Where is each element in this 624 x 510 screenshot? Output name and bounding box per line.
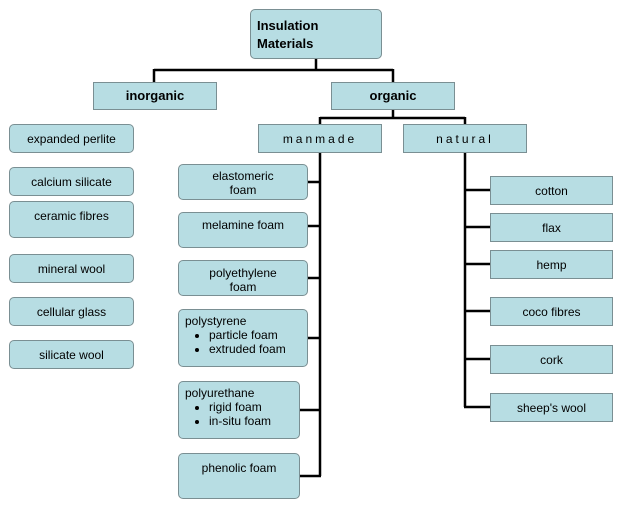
manmade-item-label: foam xyxy=(229,183,257,197)
manmade-item-polyethylene-foam: polyethylene foam xyxy=(178,260,308,296)
inorganic-item: ceramic fibres xyxy=(9,201,134,238)
branch-natural-label: natural xyxy=(436,131,494,146)
inorganic-item: calcium silicate xyxy=(9,167,134,196)
inorganic-item-label: silicate wool xyxy=(39,347,104,362)
polystyrene-list: particle foam extruded foam xyxy=(185,328,301,356)
inorganic-item: mineral wool xyxy=(9,254,134,283)
manmade-item-polyurethane: polyurethane rigid foam in-situ foam xyxy=(178,381,300,439)
polyurethane-list: rigid foam in-situ foam xyxy=(185,400,293,428)
category-organic-label: organic xyxy=(369,88,417,103)
root-line-1: Insulation xyxy=(257,18,319,33)
root-node-insulation-materials: Insulation Materials xyxy=(250,9,382,59)
branch-natural: natural xyxy=(403,124,527,153)
manmade-item-label: polyethylene xyxy=(209,266,277,280)
polyurethane-list-item: in-situ foam xyxy=(209,414,293,428)
root-line-2: Materials xyxy=(257,36,314,51)
natural-item-label: hemp xyxy=(536,257,567,272)
natural-item: cork xyxy=(490,345,613,374)
natural-item: hemp xyxy=(490,250,613,279)
manmade-item-polystyrene: polystyrene particle foam extruded foam xyxy=(178,309,308,367)
category-inorganic-label: inorganic xyxy=(125,88,185,103)
natural-item: coco fibres xyxy=(490,297,613,326)
inorganic-item: silicate wool xyxy=(9,340,134,369)
category-inorganic: inorganic xyxy=(93,82,217,110)
natural-item: sheep's wool xyxy=(490,393,613,422)
polystyrene-list-item: extruded foam xyxy=(209,342,301,356)
category-organic: organic xyxy=(331,82,455,110)
polystyrene-list-item: particle foam xyxy=(209,328,301,342)
manmade-item-label: elastomeric xyxy=(212,169,274,183)
manmade-item-label: melamine foam xyxy=(201,218,285,232)
manmade-item-melamine-foam: melamine foam xyxy=(178,212,308,248)
inorganic-item-label: cellular glass xyxy=(36,304,107,319)
inorganic-item-label: mineral wool xyxy=(37,261,106,276)
natural-item-label: sheep's wool xyxy=(517,400,586,415)
branch-manmade: manmade xyxy=(258,124,382,153)
natural-item-label: coco fibres xyxy=(522,304,581,319)
natural-item: cotton xyxy=(490,176,613,205)
natural-item: flax xyxy=(490,213,613,242)
polyurethane-list-item: rigid foam xyxy=(209,400,293,414)
manmade-item-label: phenolic foam xyxy=(201,461,277,475)
inorganic-item-label: expanded perlite xyxy=(27,131,116,146)
natural-item-label: cork xyxy=(540,352,563,367)
inorganic-item: expanded perlite xyxy=(9,124,134,153)
inorganic-item: cellular glass xyxy=(9,297,134,326)
manmade-item-label: foam xyxy=(229,280,257,294)
natural-item-label: cotton xyxy=(535,183,568,198)
inorganic-item-label: ceramic fibres xyxy=(34,209,109,223)
manmade-item-phenolic-foam: phenolic foam xyxy=(178,453,300,499)
manmade-item-elastomeric-foam: elastomeric foam xyxy=(178,164,308,200)
inorganic-item-label: calcium silicate xyxy=(31,174,112,189)
branch-manmade-label: manmade xyxy=(282,131,358,146)
polyurethane-title: polyurethane xyxy=(185,386,255,400)
natural-item-label: flax xyxy=(542,220,561,235)
polystyrene-title: polystyrene xyxy=(185,314,247,328)
